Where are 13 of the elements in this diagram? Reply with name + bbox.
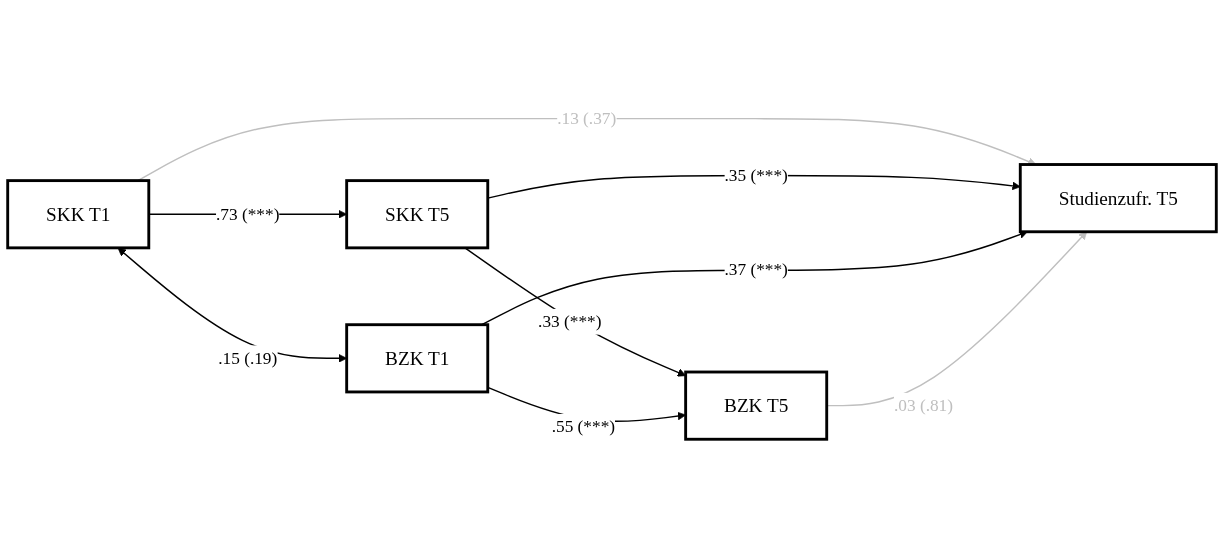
node-box: Studienzufr. T5 <box>1018 163 1218 234</box>
node-box: BZK T1 <box>345 323 490 394</box>
edge-label: .13 (.37) <box>557 108 617 129</box>
node-box: BZK T5 <box>684 370 829 441</box>
edge-label: .73 (***) <box>216 204 280 224</box>
edge-label: .15 (.19) <box>218 348 278 368</box>
edge-label: .55 (***) <box>551 417 616 437</box>
node-box: SKK T5 <box>345 179 490 250</box>
edge-label: .03 (.81) <box>893 395 954 416</box>
edge-label: .37 (***) <box>724 260 788 280</box>
edge-label: .33 (***) <box>538 311 602 332</box>
node-box: SKK T1 <box>6 179 151 250</box>
edge-label: .35 (***) <box>724 165 788 185</box>
